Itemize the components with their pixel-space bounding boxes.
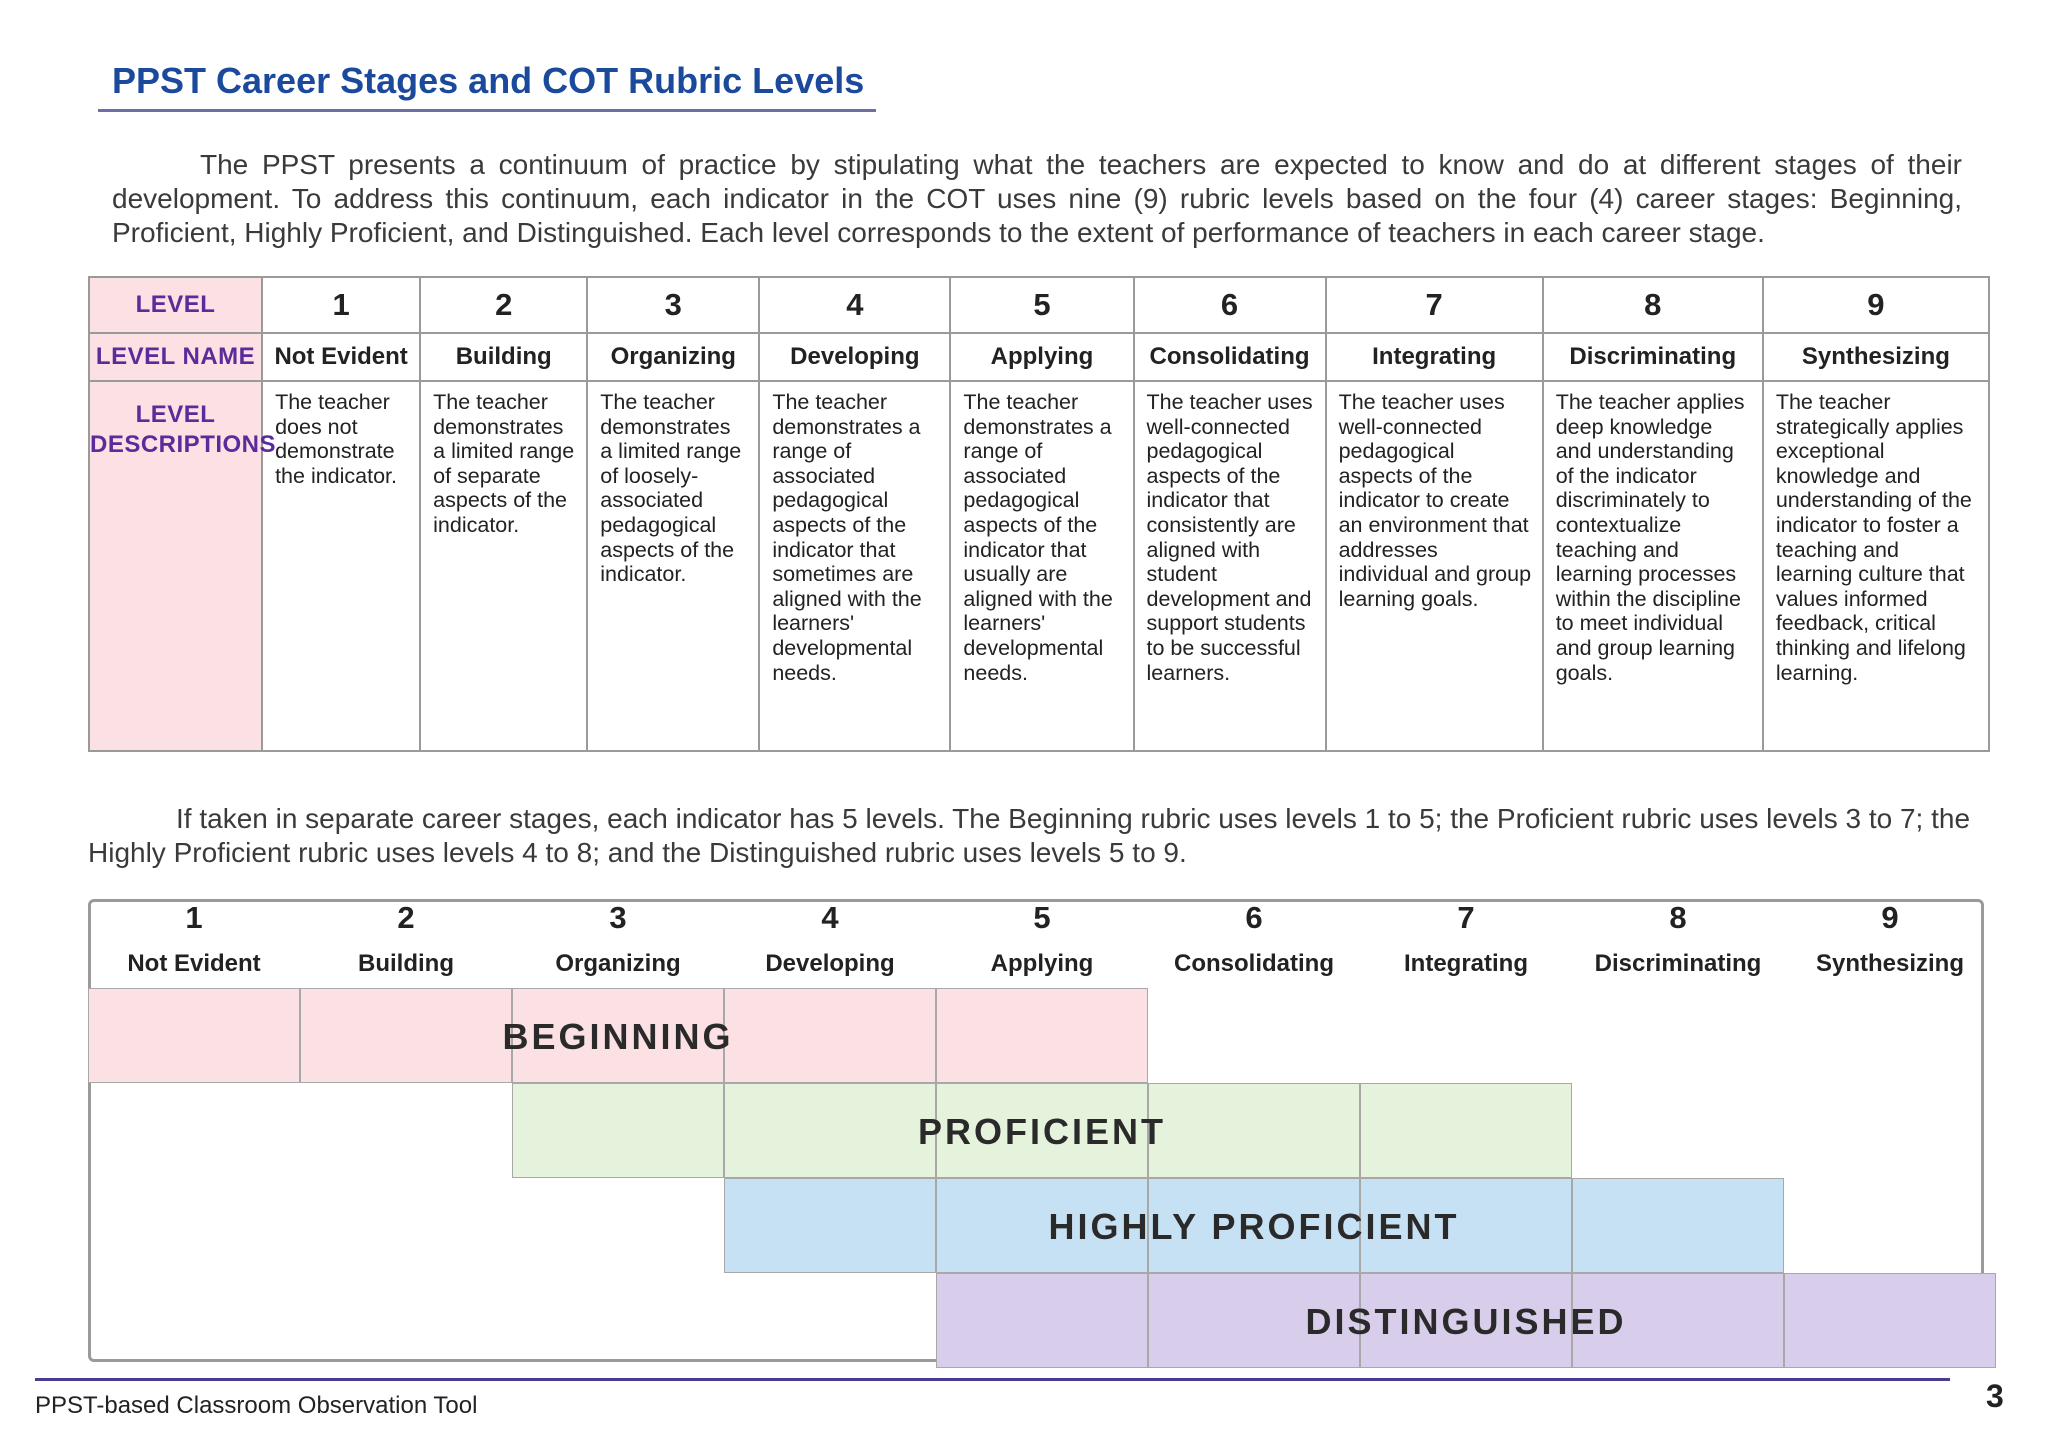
level-description-cell: The teacher uses well-connected pedagogi…	[1132, 380, 1327, 752]
stage-band-cell	[1148, 1178, 1360, 1273]
level-number-cell: 6	[1132, 276, 1327, 334]
level-name-cell: Applying	[949, 332, 1135, 382]
stage-chart-level-number: 8	[1669, 900, 1687, 935]
stage-band-cell	[1148, 1273, 1360, 1368]
stage-label: HIGHLY PROFICIENT	[1048, 1206, 1460, 1247]
level-descriptions-header-line1: LEVEL	[135, 401, 216, 428]
level-number-cell: 2	[419, 276, 589, 334]
stage-chart-level-name: Applying	[990, 950, 1094, 977]
stage-chart-level-name: Discriminating	[1594, 950, 1762, 977]
stage-chart-level-number: 7	[1457, 900, 1475, 935]
stage-band-cell	[1148, 1083, 1360, 1178]
stage-band-cell	[300, 988, 512, 1083]
career-stage-text: If taken in separate career stages, each…	[88, 803, 1971, 868]
level-name-cell: Consolidating	[1132, 332, 1327, 382]
stage-band-cell	[936, 1273, 1148, 1368]
level-description-cell: The teacher demonstrates a limited range…	[419, 380, 589, 752]
level-number-cell: 3	[586, 276, 761, 334]
stage-chart-level-number: 1	[185, 900, 203, 935]
level-name-header: LEVEL NAME	[87, 332, 264, 382]
stage-band-cell	[1572, 1273, 1784, 1368]
level-descriptions-header-line2: DESCRIPTIONS	[90, 431, 277, 458]
stage-chart-level-name: Consolidating	[1174, 950, 1334, 977]
stage-band-cell	[724, 1178, 936, 1273]
stage-band-cell	[1784, 1273, 1996, 1368]
level-name-cell: Developing	[758, 332, 952, 382]
level-description-cell: The teacher applies deep knowledge and u…	[1541, 380, 1764, 752]
footer-divider	[35, 1378, 1950, 1381]
level-description-cell: The teacher demonstrates a range of asso…	[758, 380, 952, 752]
stage-chart-level-name: Building	[358, 950, 454, 977]
level-name-cell: Not Evident	[261, 332, 422, 382]
level-number-cell: 8	[1541, 276, 1764, 334]
stage-band-cell	[512, 1083, 724, 1178]
stage-chart-level-number: 4	[821, 900, 839, 935]
level-description-row: LEVEL DESCRIPTIONS The teacher does not …	[87, 380, 1991, 752]
stage-chart-level-name: Integrating	[1404, 950, 1528, 977]
level-description-cell: The teacher strategically applies except…	[1761, 380, 1991, 752]
stage-label: PROFICIENT	[917, 1111, 1166, 1152]
level-description-cell: The teacher demonstrates a range of asso…	[949, 380, 1135, 752]
stage-chart-level-number: 5	[1033, 900, 1051, 935]
level-number-cell: 5	[949, 276, 1135, 334]
stage-band-cell	[724, 988, 936, 1083]
stage-band-cell	[1360, 1178, 1572, 1273]
career-stage-paragraph: If taken in separate career stages, each…	[88, 802, 1986, 870]
level-header: LEVEL	[87, 276, 264, 334]
stage-band-cell	[936, 988, 1148, 1083]
footer-title: PPST-based Classroom Observation Tool	[35, 1392, 478, 1419]
level-descriptions-header: LEVEL DESCRIPTIONS	[87, 380, 277, 752]
page-title: PPST Career Stages and COT Rubric Levels	[112, 60, 865, 101]
stage-chart-level-name: Not Evident	[127, 950, 261, 977]
level-description-cell: The teacher does not demonstrate the ind…	[261, 380, 422, 752]
level-name-cell: Integrating	[1324, 332, 1544, 382]
stage-label: DISTINGUISHED	[1305, 1301, 1627, 1342]
level-name-cell: Organizing	[586, 332, 761, 382]
page-number: 3	[1986, 1378, 2004, 1414]
level-description-cell: The teacher uses well-connected pedagogi…	[1324, 380, 1544, 752]
level-description-cell: The teacher demonstrates a limited range…	[586, 380, 761, 752]
stage-chart-level-name: Developing	[765, 950, 895, 977]
level-name-cell: Discriminating	[1541, 332, 1764, 382]
level-number-cell: 1	[261, 276, 422, 334]
stage-band-cell	[724, 1083, 936, 1178]
stage-band-cell	[88, 988, 300, 1083]
intro-text: The PPST presents a continuum of practic…	[112, 149, 1962, 248]
stage-chart-level-number: 9	[1881, 900, 1899, 935]
stage-label: BEGINNING	[502, 1016, 734, 1057]
stage-band-cell	[1360, 1083, 1572, 1178]
stage-chart-level-number: 3	[609, 900, 627, 935]
stage-chart-level-name: Synthesizing	[1815, 950, 1965, 977]
level-name-cell: Building	[419, 332, 589, 382]
level-number-cell: 7	[1324, 276, 1544, 334]
stage-chart-level-number: 2	[397, 900, 415, 935]
stage-band-cell	[1572, 1178, 1784, 1273]
stage-chart-level-number: 6	[1245, 900, 1263, 935]
stage-chart-level-name: Organizing	[555, 950, 681, 977]
stage-band-cell	[1360, 1273, 1572, 1368]
title-underline	[98, 109, 876, 112]
stage-band-cell	[512, 988, 724, 1083]
level-name-cell: Synthesizing	[1761, 332, 1991, 382]
stage-band-cell	[936, 1178, 1148, 1273]
stage-band-cell	[936, 1083, 1148, 1178]
level-number-cell: 9	[1761, 276, 1991, 334]
intro-paragraph: The PPST presents a continuum of practic…	[112, 148, 1962, 250]
level-number-cell: 4	[758, 276, 952, 334]
